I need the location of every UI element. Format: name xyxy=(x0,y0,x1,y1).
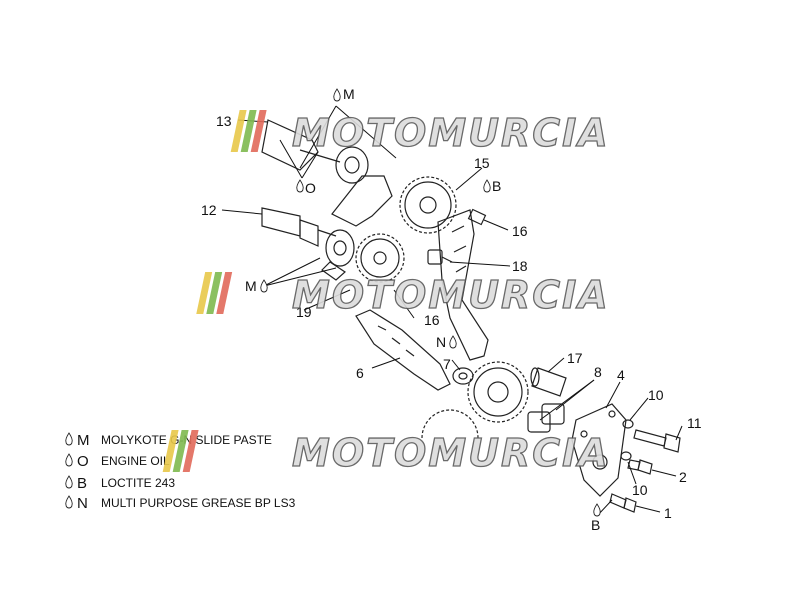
callout-13: 13 xyxy=(216,113,232,129)
marker-n-mid: N xyxy=(436,334,457,350)
callout-10-upper: 10 xyxy=(648,387,664,403)
legend-row-n: N MULTI PURPOSE GREASE BP LS3 xyxy=(65,495,296,512)
drop-icon xyxy=(449,335,457,349)
drop-icon xyxy=(593,503,601,517)
callout-19: 19 xyxy=(296,304,312,320)
tensioner-bracket xyxy=(331,175,393,227)
leader-lines xyxy=(221,105,683,517)
svg-text:N: N xyxy=(77,495,88,512)
svg-text:LOCTITE 243: LOCTITE 243 xyxy=(101,476,175,490)
watermark-bar-yellow xyxy=(196,272,213,314)
callout-8: 8 xyxy=(594,364,602,380)
washer-7 xyxy=(452,367,474,385)
callout-16-upper: 16 xyxy=(512,223,528,239)
marker-o-top: O xyxy=(296,179,316,196)
callout-11: 11 xyxy=(687,415,702,431)
drop-icon xyxy=(333,88,341,102)
gear-lower xyxy=(421,409,479,439)
drop-icon xyxy=(65,475,73,489)
watermark-bar-yellow xyxy=(230,110,247,152)
callout-7: 7 xyxy=(443,356,451,372)
drop-icon xyxy=(483,179,491,193)
watermark-bar-green xyxy=(206,272,223,314)
watermark-bar-red xyxy=(216,272,233,314)
washer-10-lower xyxy=(620,451,632,461)
callout-17: 17 xyxy=(567,350,583,366)
legend-row-o: O ENGINE OIL xyxy=(65,453,170,470)
svg-text:B: B xyxy=(591,517,600,533)
svg-text:B: B xyxy=(492,178,501,194)
watermark-text: MOTOMURCIA xyxy=(292,273,610,317)
bolt-11 xyxy=(633,429,681,453)
marker-b-top: B xyxy=(483,178,501,194)
svg-text:ENGINE OIL: ENGINE OIL xyxy=(101,454,170,468)
svg-text:M: M xyxy=(77,432,90,449)
svg-text:M: M xyxy=(245,278,257,294)
watermark-bar-green xyxy=(172,430,189,472)
svg-text:O: O xyxy=(305,180,316,196)
bolt-2 xyxy=(627,459,653,475)
svg-text:N: N xyxy=(436,334,446,350)
callout-6: 6 xyxy=(356,365,364,381)
drop-icon xyxy=(65,453,73,467)
callout-16-lower: 16 xyxy=(424,312,440,328)
chain-guide xyxy=(437,209,489,361)
svg-text:MULTI PURPOSE GREASE BP LS3: MULTI PURPOSE GREASE BP LS3 xyxy=(101,496,296,510)
drop-icon xyxy=(65,495,73,509)
watermark-middle: MOTOMURCIA xyxy=(196,272,610,318)
watermark-text: MOTOMURCIA xyxy=(292,111,610,155)
watermark-bar-green xyxy=(240,110,257,152)
marker-b-bottom: B xyxy=(591,503,601,533)
screw-1 xyxy=(609,493,637,513)
watermark-top: MOTOMURCIA xyxy=(230,110,610,156)
callout-15: 15 xyxy=(474,155,490,171)
svg-text:O: O xyxy=(77,453,89,470)
watermark-bar-red xyxy=(250,110,267,152)
bearing-8 xyxy=(527,403,565,433)
callout-12: 12 xyxy=(201,202,217,218)
drop-icon xyxy=(260,279,268,293)
sprocket-lower xyxy=(355,233,405,283)
marker-m-top: M xyxy=(333,86,355,102)
callout-labels: 13 12 15 16 18 16 19 6 7 17 8 4 10 11 2 … xyxy=(201,113,702,521)
legend: M MOLYKOTE G-N SLIDE PASTE O ENGINE OIL … xyxy=(65,432,296,512)
camshaft-upper xyxy=(261,119,369,184)
parts-drawing xyxy=(261,119,681,513)
callout-18: 18 xyxy=(512,258,528,274)
svg-text:B: B xyxy=(77,475,87,492)
watermark-text: MOTOMURCIA xyxy=(292,431,610,475)
callout-1: 1 xyxy=(664,505,672,521)
bolt-18 xyxy=(427,249,453,265)
gear-main xyxy=(467,361,529,423)
callout-10-lower: 10 xyxy=(632,482,648,498)
cover-plate xyxy=(571,403,627,497)
watermark-bottom: MOTOMURCIA xyxy=(162,430,610,476)
camshaft-lower xyxy=(261,207,355,281)
bolt-16 xyxy=(467,208,487,226)
chain-slider xyxy=(355,309,451,391)
sprocket-upper xyxy=(399,176,457,234)
pin-17 xyxy=(530,367,567,397)
svg-text:M: M xyxy=(343,86,355,102)
callout-4: 4 xyxy=(617,367,625,383)
marker-m-left: M xyxy=(245,278,268,294)
lubricant-markers: M O B M N B xyxy=(245,86,601,533)
watermark-bar-red xyxy=(182,430,199,472)
callout-2: 2 xyxy=(679,469,687,485)
legend-row-b: B LOCTITE 243 xyxy=(65,475,175,492)
drop-icon xyxy=(296,179,304,193)
washer-10-upper xyxy=(622,419,634,429)
watermark-bar-yellow xyxy=(162,430,179,472)
drop-icon xyxy=(65,432,73,446)
